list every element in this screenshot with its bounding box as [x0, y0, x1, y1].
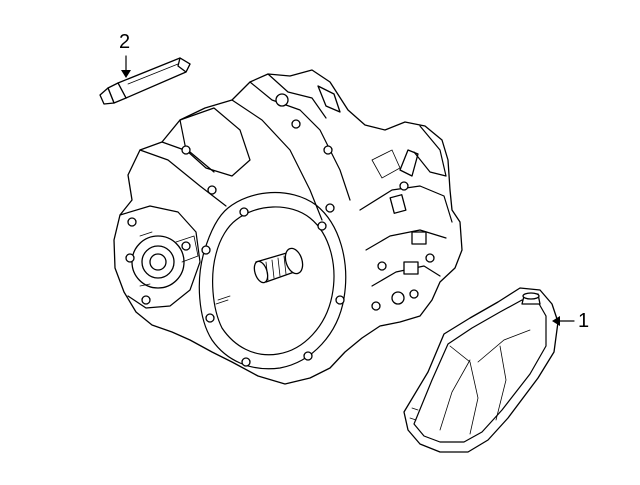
- valve-body: [359, 125, 453, 311]
- transaxle-assembly: [113, 69, 463, 385]
- leader-arrow-1: [552, 316, 575, 326]
- transmission-oil-pan: [403, 287, 559, 453]
- leader-arrow-2: [121, 55, 131, 78]
- differential-housing: [119, 205, 201, 309]
- callout-number-2: 2: [119, 31, 131, 53]
- bolt-bosses: [201, 207, 345, 367]
- callout-number-1: 1: [578, 310, 590, 332]
- sealant-tube: [99, 57, 191, 105]
- input-shaft: [253, 247, 304, 284]
- upper-case: [139, 73, 351, 221]
